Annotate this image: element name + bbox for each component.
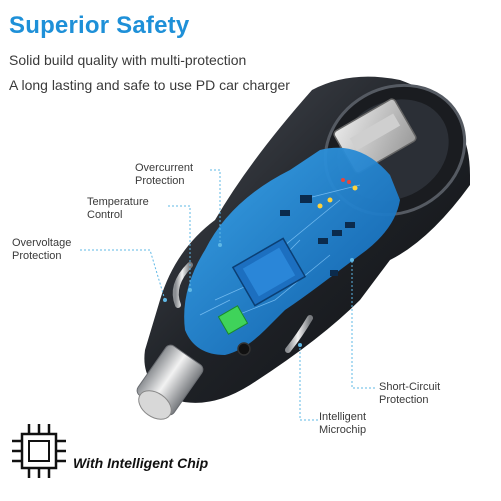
subtitle-multi-protection: Solid build quality with multi-protectio… (9, 52, 247, 68)
callout-lines (80, 169, 375, 421)
subtitle-pd-charger: A long lasting and safe to use PD car ch… (9, 77, 290, 93)
pcb-board (184, 147, 400, 356)
center-tip (136, 344, 204, 420)
callout-overvoltage: Overvoltage Protection (12, 237, 72, 262)
intelligent-chip-label: With Intelligent Chip (73, 455, 209, 471)
callout-overcurrent: Overcurrent Protection (135, 162, 194, 187)
side-contacts (172, 262, 313, 353)
callout-temperature: Temperature Control (87, 196, 149, 221)
chip-icon (12, 424, 66, 478)
page-title: Superior Safety (9, 12, 190, 39)
callout-microchip: Intelligent Microchip (319, 411, 367, 436)
callout-short-circuit: Short-Circuit Protection (379, 381, 441, 406)
